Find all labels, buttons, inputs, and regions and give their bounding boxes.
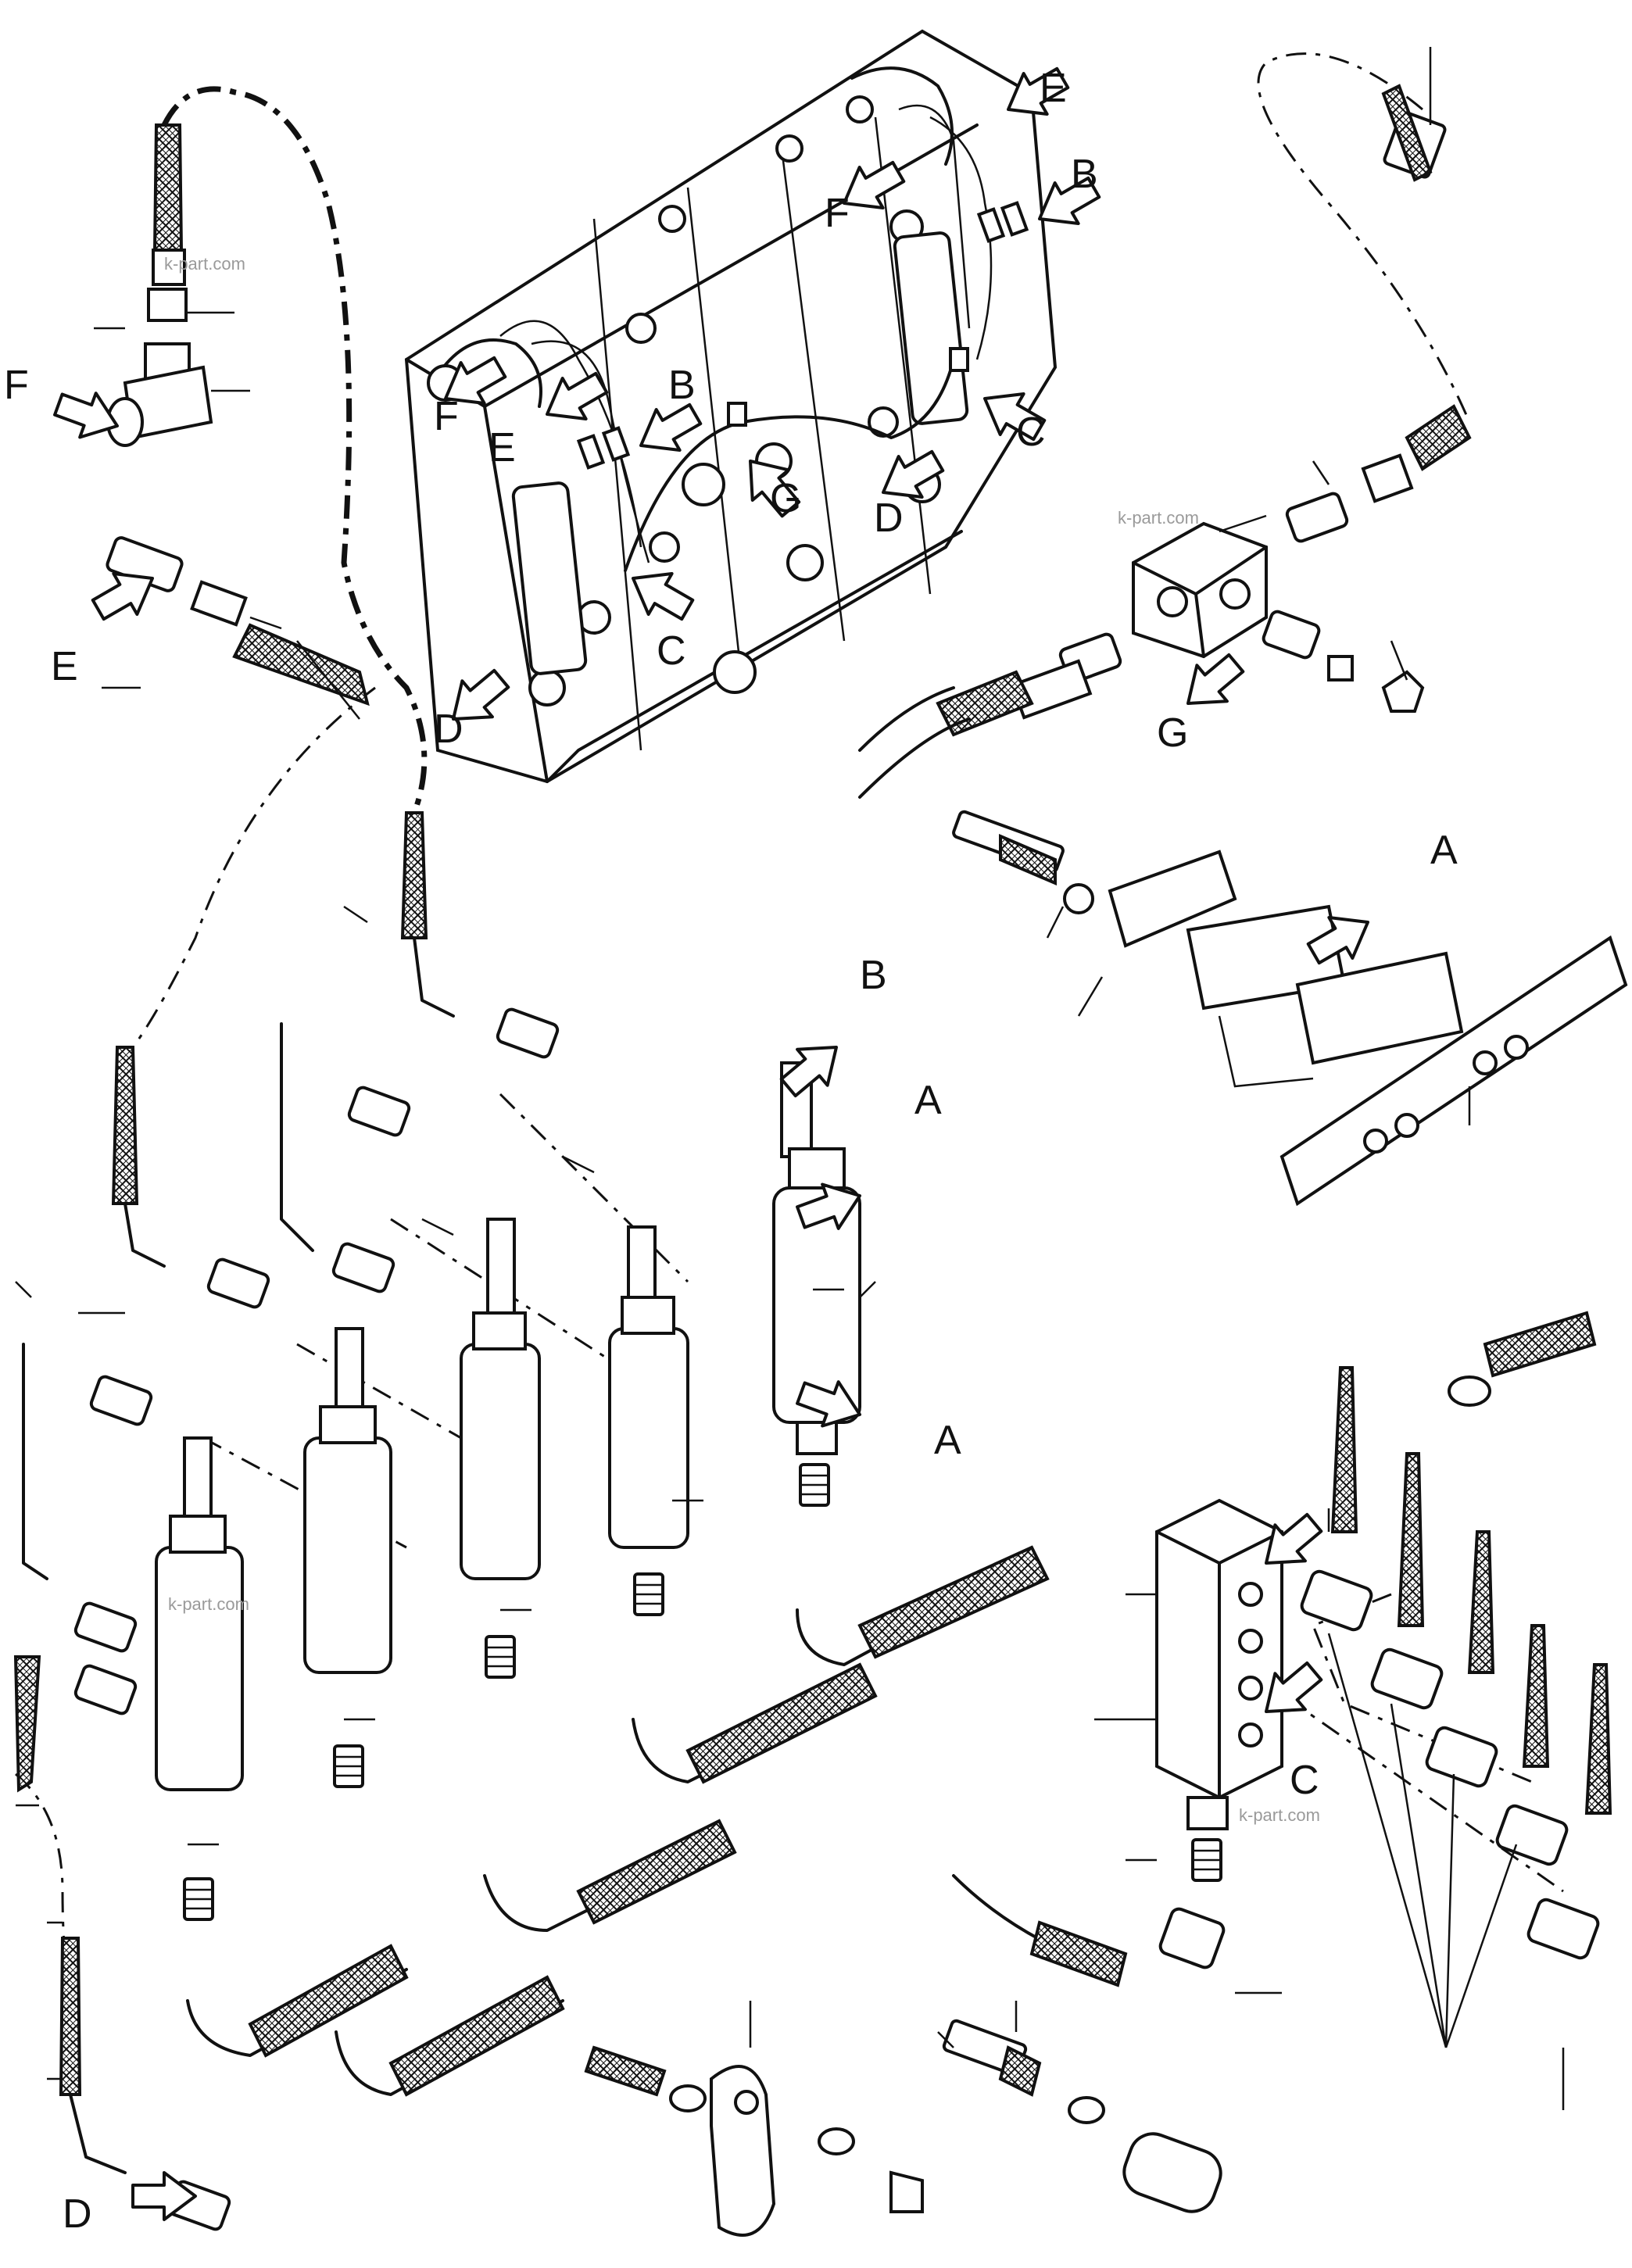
label-c-top: C: [1016, 410, 1046, 455]
label-f-mid: F: [434, 394, 459, 439]
bottom-hoses: [186, 1545, 1050, 2097]
label-a-cylinder-bottom: A: [934, 1418, 961, 1463]
label-d-bottom: D: [63, 2191, 92, 2237]
watermarks: k-part.com k-part.com k-part.com k-part.…: [164, 254, 1320, 1825]
label-a-clamp: A: [1430, 828, 1458, 873]
clamp-assembly-a: [952, 810, 1628, 1207]
label-d-mid: D: [434, 707, 463, 752]
label-a-cylinder-top: A: [914, 1078, 942, 1123]
accumulator-row: [155, 1061, 861, 1921]
watermark-4: k-part.com: [1239, 1805, 1320, 1825]
label-g-block: G: [1157, 710, 1188, 756]
fitting-group-e: [106, 536, 370, 720]
label-f-left: F: [4, 363, 29, 408]
label-e-top: E: [1040, 66, 1067, 111]
watermark-2: k-part.com: [1118, 508, 1199, 528]
watermark-3: k-part.com: [168, 1594, 249, 1614]
label-g-mid: G: [770, 476, 801, 521]
watermark-1: k-part.com: [164, 254, 245, 274]
distribution-block-g: [858, 84, 1472, 799]
label-d-top: D: [874, 495, 904, 541]
fitting-group-f: [106, 123, 250, 447]
label-b-mid: B: [668, 363, 696, 408]
machine-frame: [404, 29, 1058, 784]
label-b-top: B: [1071, 152, 1098, 197]
label-c-manifold: C: [1290, 1758, 1319, 1803]
label-e-left: E: [51, 644, 78, 689]
label-c-mid: C: [657, 628, 686, 674]
label-e-mid: E: [489, 425, 516, 470]
manifold-c: [952, 1311, 1612, 2048]
label-b-cylinder: B: [860, 953, 887, 998]
label-f-top: F: [825, 191, 850, 236]
leader-lines: [15, 47, 1565, 2110]
callout-labels: E B F C D F E B G C D F E G A B A A C D: [4, 66, 1458, 2237]
small-parts: [584, 2019, 1222, 2237]
